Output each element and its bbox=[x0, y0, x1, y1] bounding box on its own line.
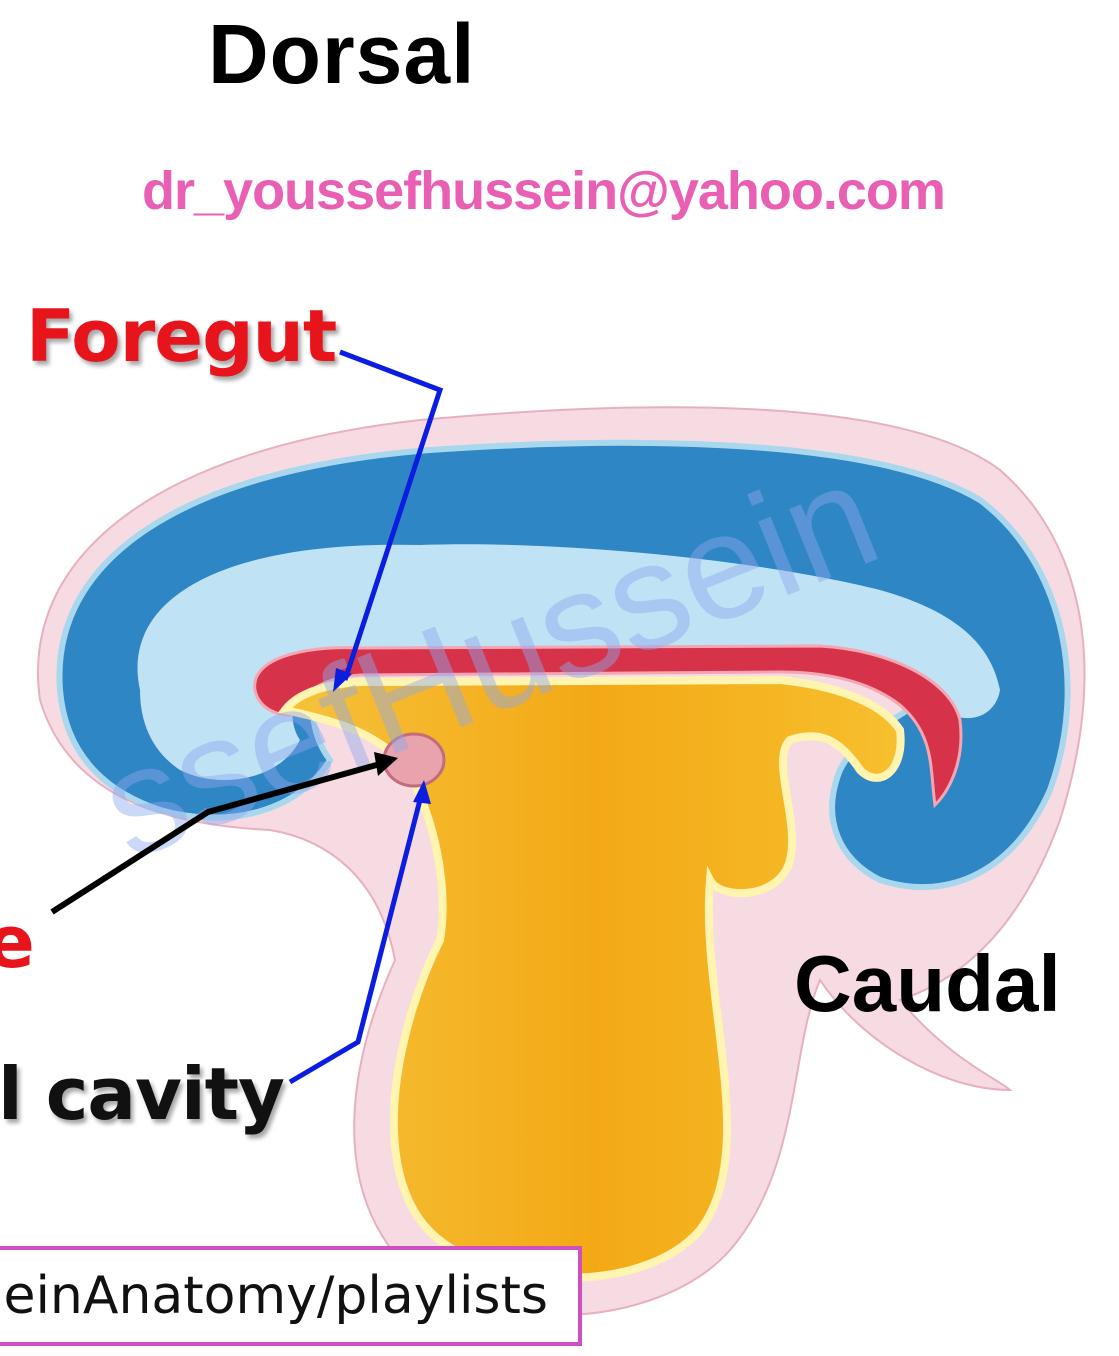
partial-red-label: e bbox=[0, 900, 35, 984]
email-watermark: dr_youssefhussein@yahoo.com bbox=[142, 160, 945, 222]
playlist-link-box[interactable]: einAnatomy/playlists bbox=[0, 1246, 582, 1346]
foregut-label: Foregut bbox=[26, 294, 336, 378]
dorsal-label: Dorsal bbox=[208, 6, 475, 103]
cavity-label: l cavity bbox=[0, 1052, 284, 1136]
playlist-link-text[interactable]: einAnatomy/playlists bbox=[3, 1266, 548, 1326]
caudal-label: Caudal bbox=[794, 938, 1061, 1030]
